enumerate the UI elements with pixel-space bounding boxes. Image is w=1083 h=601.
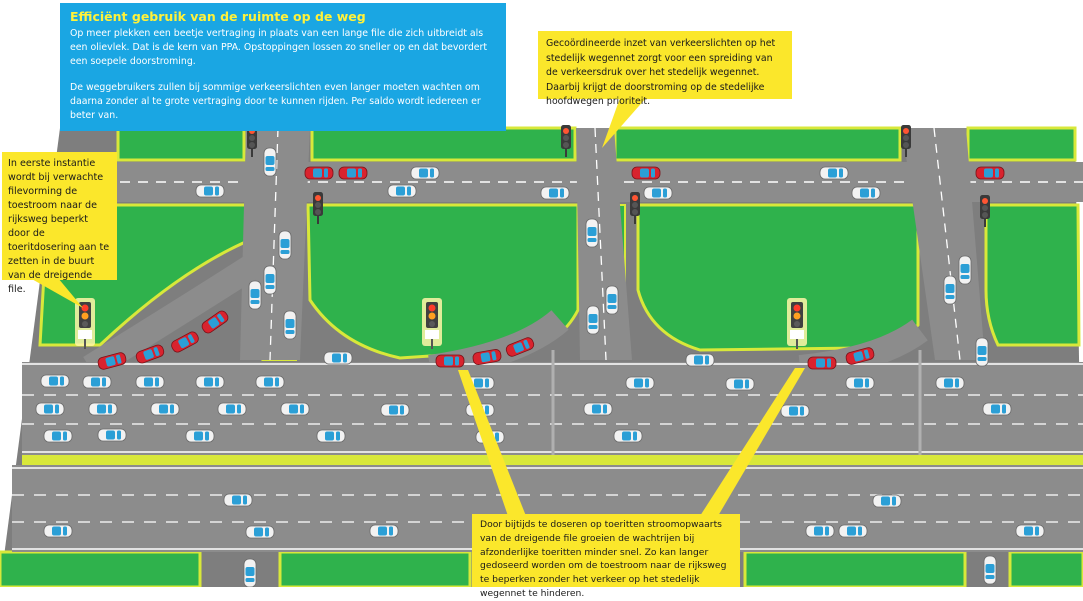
callout-urban-traffic-lights: Gecoördineerde inzet van verkeerslichten… (538, 31, 792, 107)
callout-right-text: Gecoördineerde inzet van verkeerslichten… (546, 38, 776, 107)
intro-paragraph-1: Op meer plekken een beetje vertraging in… (70, 28, 488, 67)
callout-ramp-metering-initial: In eerste instantie wordt bij verwachte … (2, 152, 117, 295)
intro-panel: Efficiënt gebruik van de ruimte op de we… (60, 3, 506, 131)
callout-upstream-dosing: Door bijtijds te doseren op toeritten st… (472, 514, 740, 599)
callout-left-text: In eerste instantie wordt bij verwachte … (8, 158, 110, 295)
callout-pointers (30, 98, 805, 516)
road-diagram-scene (0, 98, 1083, 587)
light-pole-icon (551, 350, 922, 455)
intro-title: Efficiënt gebruik van de ruimte op de we… (70, 9, 366, 24)
callout-bottom-text: Door bijtijds te doseren op toeritten st… (480, 519, 727, 599)
intro-paragraph-2: De weggebruikers zullen bij sommige verk… (70, 82, 481, 121)
